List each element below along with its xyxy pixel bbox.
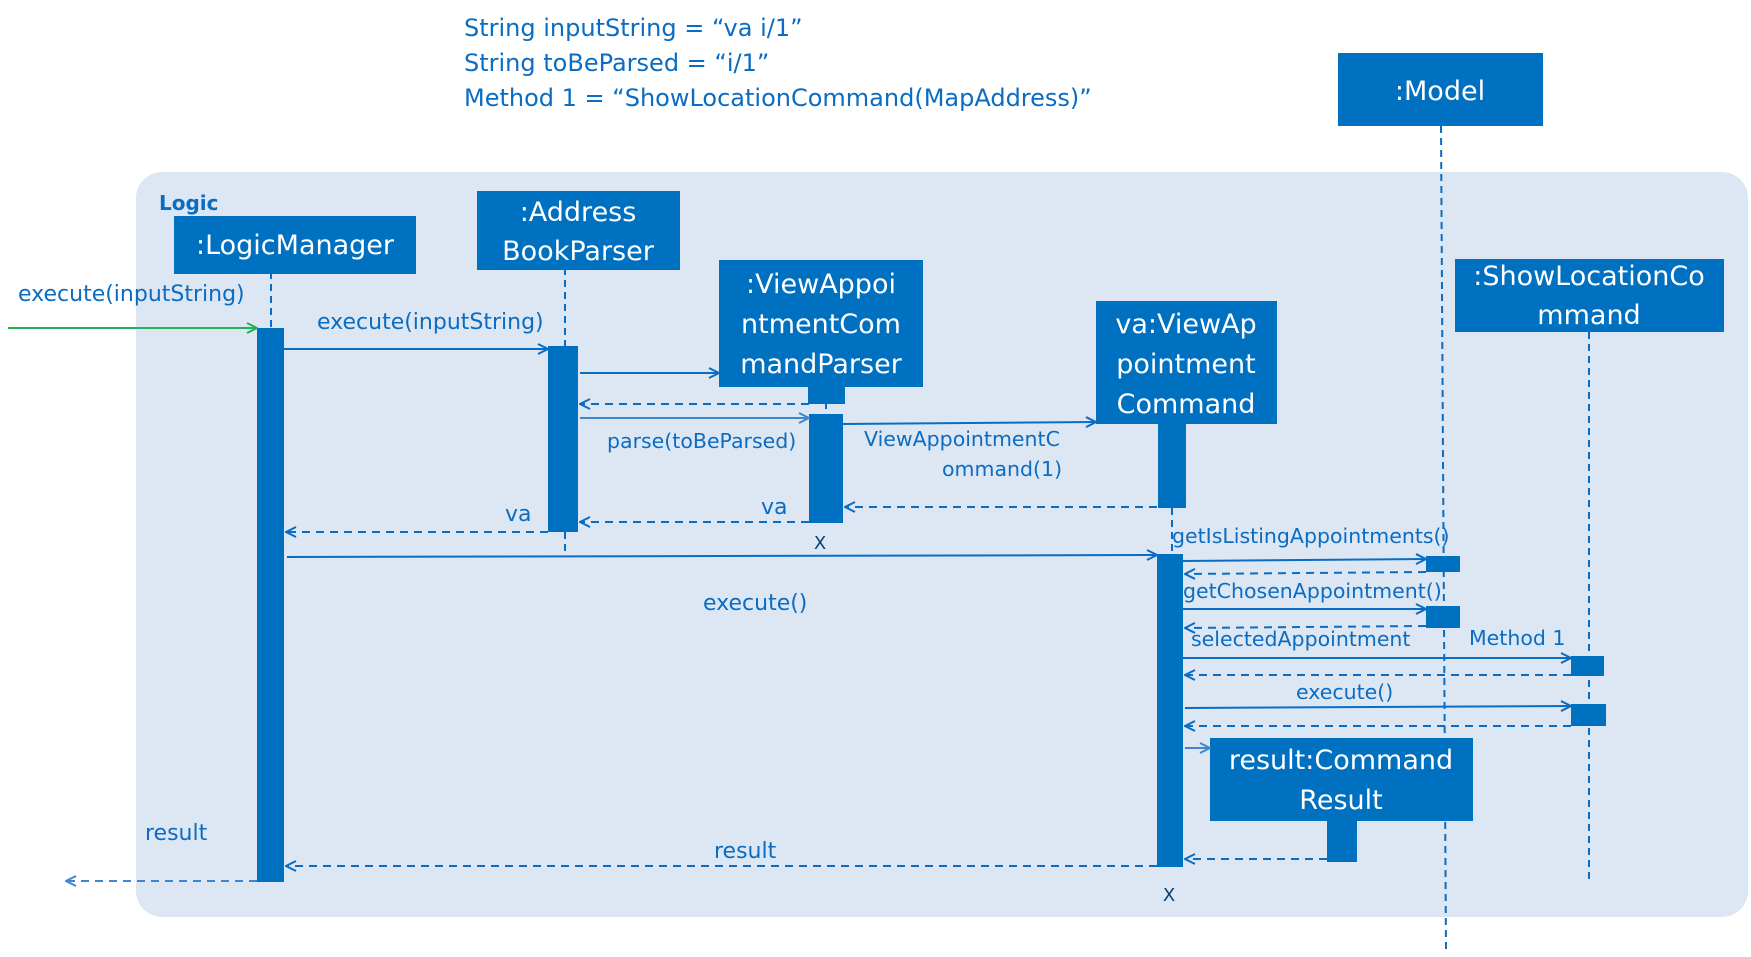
address-book-parser-label-2: BookParser [502,236,655,267]
command-result-label-2: Result [1299,785,1382,816]
activation-show-location-2 [1571,704,1606,726]
destroy-marker-parser: X [814,533,826,554]
label-execute: execute() [703,591,807,616]
view-appointment-parser-box [719,260,923,387]
participant-view-appointment-command: va:ViewAp pointment Command [1096,301,1277,508]
participant-logic-manager: :LogicManager [174,216,416,274]
note-method-1: Method 1 = “ShowLocationCommand(MapAddre… [464,84,1092,112]
participant-address-book-parser: :Address BookParser [477,191,680,270]
view-appointment-parser-stub [808,386,845,404]
return-arrows [66,404,1571,881]
view-appointment-parser-label-3: mandParser [740,349,902,380]
participant-view-appointment-parser: :ViewAppoi ntmentCom mandParser [719,260,923,404]
destroy-marker-command: X [1163,885,1175,906]
arrow-execute-show [1184,706,1571,708]
label-parse: parse(toBeParsed) [607,429,796,453]
label-return-va-parser: va [761,495,788,520]
model-label: :Model [1395,76,1485,107]
participant-show-location-command: :ShowLocationCo mmand [1455,259,1724,332]
view-appointment-parser-label-1: :ViewAppoi [746,269,896,300]
logic-frame-label: Logic [159,191,219,215]
view-appointment-command-label-3: Command [1117,389,1256,420]
activation-model-2 [1426,606,1460,628]
show-location-command-label-1: :ShowLocationCo [1473,261,1705,292]
view-appointment-command-label-1: va:ViewAp [1115,309,1256,340]
label-external-execute: execute(inputString) [18,282,245,307]
participant-command-result: result:Command Result [1210,738,1473,862]
return-selected-appointment [1185,626,1427,628]
arrow-create-command [842,422,1096,424]
participant-model: :Model [1338,53,1543,126]
logic-frame [136,172,1748,917]
note-to-be-parsed: String toBeParsed = “i/1” [464,49,769,77]
activation-logic-manager [257,328,284,882]
command-result-stub [1327,819,1357,862]
label-get-is-listing: getIsListingAppointments() [1172,524,1450,548]
view-appointment-command-label-2: pointment [1116,349,1255,380]
note-input-string: String inputString = “va i/1” [464,14,803,42]
logic-manager-box [174,216,416,274]
view-appointment-parser-label-2: ntmentCom [741,309,901,340]
label-method1: Method 1 [1469,626,1565,650]
show-location-command-box [1455,259,1724,332]
return-get-is-listing [1185,572,1427,574]
show-location-command-label-2: mmand [1537,300,1640,331]
activation-show-location-1 [1571,656,1604,676]
label-create-command-2: ommand(1) [942,457,1062,481]
logic-manager-label: :LogicManager [196,230,395,261]
view-appointment-command-stub [1158,423,1186,508]
label-execute-show: execute() [1296,680,1393,704]
label-return-va-manager: va [505,502,532,527]
command-result-box [1210,738,1473,821]
activation-address-book-parser [548,346,578,532]
address-book-parser-label-1: :Address [520,197,637,228]
label-selected: selectedAppointment [1191,627,1410,651]
message-labels: execute(inputString) execute(inputString… [18,282,1565,864]
call-arrows [8,328,1571,748]
label-return-result: result [714,839,777,864]
activation-bars [257,328,1606,882]
address-book-parser-box [477,191,680,270]
label-execute-input: execute(inputString) [317,310,544,335]
label-get-chosen: getChosenAppointment() [1183,579,1442,603]
arrow-get-is-listing [1182,559,1426,561]
model-box [1338,53,1543,126]
activation-model-1 [1426,556,1460,572]
arrow-execute [286,555,1157,557]
activation-view-appointment-parser [809,414,843,523]
label-create-command-1: ViewAppointmentC [864,427,1060,451]
activation-view-appointment-command [1157,554,1183,867]
label-external-result: result [145,821,208,846]
command-result-label-1: result:Command [1229,745,1453,776]
view-appointment-command-box [1096,301,1277,424]
notes: String inputString = “va i/1” String toB… [464,14,1092,112]
